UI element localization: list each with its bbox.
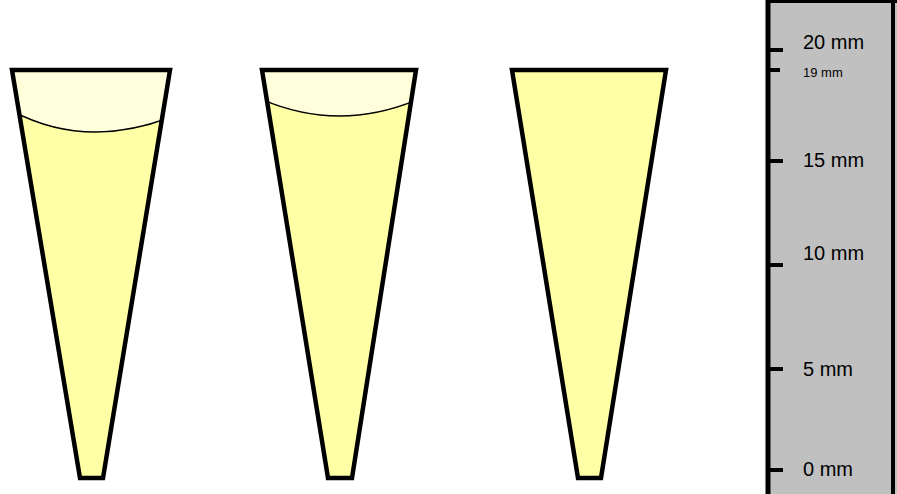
ruler	[766, 0, 897, 494]
scale-label: 0 mm	[803, 459, 853, 479]
scale-label: 20 mm	[803, 32, 864, 52]
ruler: 20 mm 19 mm 15 mm 10 mm 5 mm 0 mm	[768, 0, 897, 494]
scale-label: 19 mm	[803, 66, 843, 79]
tube	[250, 60, 430, 478]
tube	[0, 60, 200, 478]
scale-label: 5 mm	[803, 359, 853, 379]
scale-label: 10 mm	[803, 243, 864, 263]
tube	[512, 70, 666, 478]
scale-label: 15 mm	[803, 150, 864, 170]
